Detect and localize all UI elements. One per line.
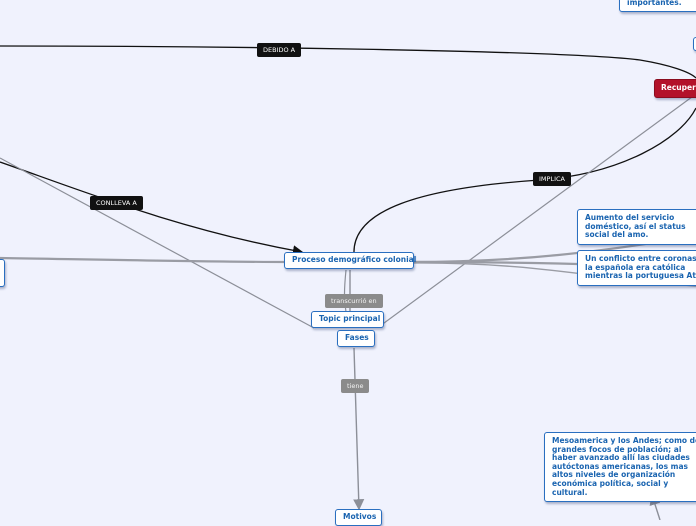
node-fases[interactable]: Fases <box>337 330 375 347</box>
node-aumento[interactable]: Aumento del servicio doméstico, así el s… <box>577 209 696 245</box>
label-implica[interactable]: IMPLICA <box>533 172 571 186</box>
link-center-left <box>0 256 287 264</box>
link-grey-topic-right <box>379 93 696 327</box>
node-edge-right[interactable] <box>693 37 696 51</box>
node-conflicto[interactable]: Un conflicto entre coronas, y la español… <box>577 250 696 286</box>
link-grey-left-topic <box>0 157 315 329</box>
label-debido-a[interactable]: DEBIDO A <box>257 43 302 57</box>
node-top-right-cut[interactable]: importantes. <box>619 0 696 12</box>
node-recupera[interactable]: Recupera <box>654 79 696 98</box>
node-left-edge[interactable] <box>0 259 5 287</box>
link-conlleva-a <box>0 161 304 256</box>
link-fases-motivos <box>353 347 365 511</box>
node-motivos[interactable]: Motivos <box>335 509 382 526</box>
node-center[interactable]: Proceso demográfico colonial <box>284 252 416 269</box>
label-conlleva-a[interactable]: CONLLEVA A <box>90 196 143 210</box>
link-debido-a <box>0 45 696 79</box>
node-mesoamerica[interactable]: Mesoamerica y los Andes; como dos grande… <box>544 432 696 503</box>
label-tiene[interactable]: tiene <box>341 379 370 393</box>
label-transcurrio-en[interactable]: transcurrió en <box>325 294 383 308</box>
node-topic-principal[interactable]: Topic principal <box>311 311 384 328</box>
